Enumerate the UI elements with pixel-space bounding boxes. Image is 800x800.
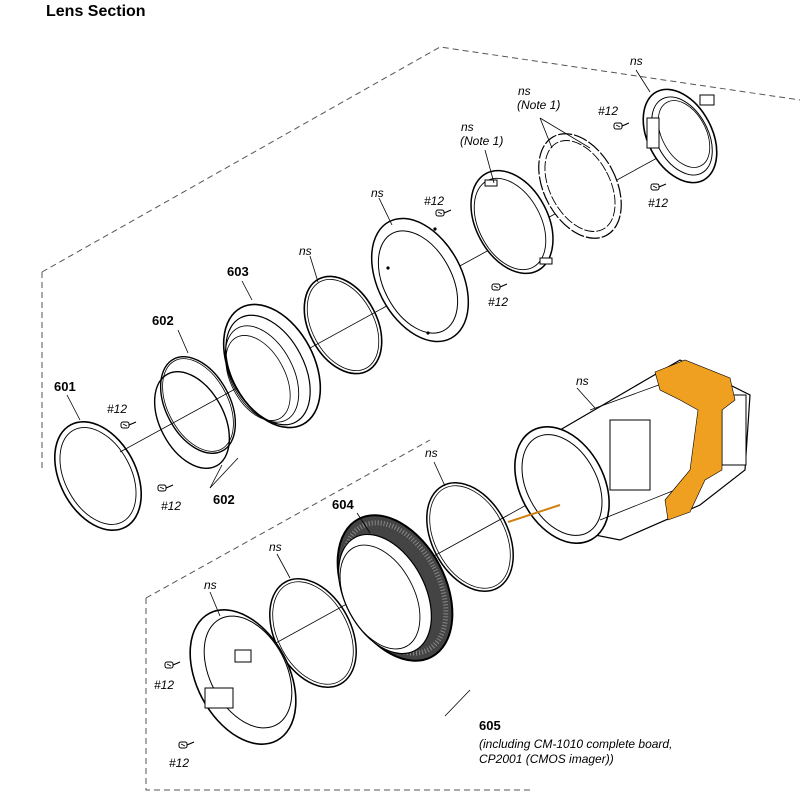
screw-12-icon xyxy=(120,421,137,429)
part-number-605: 605 xyxy=(479,718,501,733)
label-ns: ns xyxy=(630,54,643,68)
label-note-1: (Note 1) xyxy=(517,98,561,112)
label-screw-12: #12 xyxy=(424,194,445,208)
screw-12-icon xyxy=(164,661,181,669)
label-ns: ns xyxy=(299,244,312,258)
screw-12-icon xyxy=(435,209,452,217)
part-602-ring-b xyxy=(153,370,231,470)
note-605-line-2: CP2001 (CMOS imager)) xyxy=(479,752,614,766)
part-number-604: 604 xyxy=(332,497,354,512)
label-ns: ns xyxy=(204,578,217,592)
label-screw-12: #12 xyxy=(161,499,182,513)
label-ns: ns xyxy=(518,84,531,98)
part-ns-plate-ring xyxy=(370,217,470,343)
screw-12-icon xyxy=(178,741,195,749)
part-604-focus-ring xyxy=(336,514,454,662)
part-601-ring xyxy=(53,420,143,532)
label-ns: ns xyxy=(371,186,384,200)
screw-12-icon xyxy=(650,183,667,191)
part-ns-thin-ring-middle xyxy=(426,482,514,592)
label-screw-12: #12 xyxy=(488,295,509,309)
label-ns: ns xyxy=(576,374,589,388)
part-number-603: 603 xyxy=(227,264,249,279)
label-screw-12: #12 xyxy=(169,756,190,770)
note-605-line-1: (including CM-1010 complete board, xyxy=(479,737,673,751)
group-outline-dashed xyxy=(41,46,800,273)
part-number-602: 602 xyxy=(213,492,235,507)
leader-lines xyxy=(66,69,651,717)
group-outline-605 xyxy=(145,598,530,791)
part-ns-gasket xyxy=(538,133,622,239)
screw-12-icon xyxy=(157,484,174,492)
part-ns-top-mount xyxy=(642,88,718,184)
label-note-1: (Note 1) xyxy=(460,134,504,148)
screw-12-icon xyxy=(613,122,630,130)
part-ns-lens-mount xyxy=(189,609,297,745)
label-screw-12: #12 xyxy=(107,402,128,416)
label-screw-12: #12 xyxy=(648,196,669,210)
label-ns: ns xyxy=(461,120,474,134)
page-title: Lens Section xyxy=(46,3,146,20)
part-number-601: 601 xyxy=(54,379,76,394)
part-number-602: 602 xyxy=(152,313,174,328)
part-602-ring-a xyxy=(159,355,237,455)
part-ns-mount-ring xyxy=(470,169,554,275)
label-screw-12: #12 xyxy=(154,678,175,692)
part-603-ring xyxy=(222,303,322,429)
orange-flex-board xyxy=(654,359,736,521)
part-ns-thin-ring-upper xyxy=(303,275,383,375)
label-screw-12: #12 xyxy=(598,104,619,118)
label-ns: ns xyxy=(425,446,438,460)
screw-12-icon xyxy=(491,283,508,291)
label-ns: ns xyxy=(269,540,282,554)
note-605: (including CM-1010 complete board, CP200… xyxy=(479,737,672,767)
